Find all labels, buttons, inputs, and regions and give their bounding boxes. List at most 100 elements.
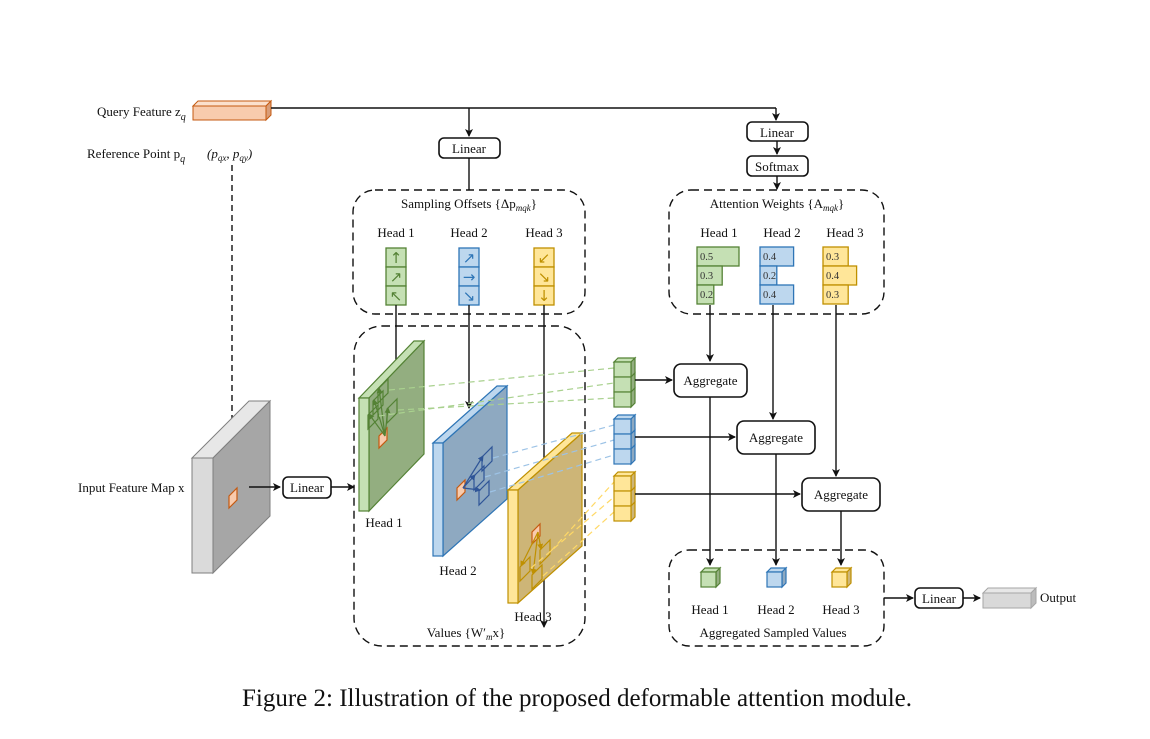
aggregate-label-1: Aggregate [683,373,737,388]
sampling-dashed-line [542,511,615,577]
sampling-dashed-line [550,481,615,552]
output-block [981,586,1038,610]
sampling-offset-arrow [520,531,539,567]
weight-value: 0.2 [763,271,776,282]
sampling-dashed-line [492,424,615,459]
weight-value: 0.3 [700,271,713,282]
aggregate-label-2: Aggregate [749,430,803,445]
stack-cell [613,505,632,522]
weight-head-label-1: Head 1 [700,225,737,240]
offset-head-label-1: Head 1 [377,225,414,240]
weight-value: 0.4 [763,290,777,301]
stack-cell [613,433,632,450]
input-feature-map-block [190,399,272,575]
attention-weights-group [668,189,885,315]
offset-arrow-icon: ↘ [463,287,476,305]
offsets-linear-label: Linear [452,141,487,156]
weight-value: 0.4 [763,252,777,263]
value-map-label-3: Head 3 [514,609,551,624]
offset-head-label-2: Head 2 [450,225,487,240]
query-feature-block [191,99,273,122]
output-label: Output [1040,590,1077,605]
value-map-side [507,489,519,604]
sampling-dashed-line [484,439,615,478]
sampling-offset-arrow [530,531,539,575]
sampling-dashed-line [489,454,615,493]
softmax-label: Softmax [755,159,800,174]
weight-value: 0.5 [700,252,713,263]
offset-arrow-icon: ↖ [390,287,403,305]
sampling-dashed-line [530,496,615,569]
sampled-location [386,397,398,425]
sampling-offset-arrow [537,531,544,550]
offset-arrow-icon: → [463,268,476,286]
stack-cell [613,475,632,492]
stack-cell [613,418,632,435]
weight-head-label-3: Head 3 [826,225,863,240]
sampling-offset-arrow [368,413,386,437]
sampling-offset-arrow [462,455,484,489]
sampled-location [531,563,543,591]
sampling-dashed-line [388,367,615,391]
sampled-location [372,389,384,417]
value-map-head-1: Head 1 [357,339,426,530]
sampling-dashed-line [397,397,615,411]
offset-arrow-icon: ↘ [538,268,551,286]
sampling-offset-arrow [462,486,481,493]
sampled-values-stack-2 [612,413,637,466]
cube-front [766,571,783,588]
weight-value: 0.2 [700,290,713,301]
aggregate-label-3: Aggregate [814,487,868,502]
value-linear-label: Linear [290,480,325,495]
offset-arrow-icon: ↑ [390,249,403,267]
aggregated-head-label-2: Head 2 [757,602,794,617]
query-feature-label: Query Feature zq [97,104,186,123]
weight-value: 0.3 [826,252,839,263]
value-map-side [358,397,370,512]
stack-cell [613,391,632,408]
weight-bar-green [696,284,715,305]
sampled-location [367,403,379,431]
cube-front [831,571,848,588]
offset-head-label-3: Head 3 [525,225,562,240]
attention-weights-title: Attention Weights {Amqk} [710,196,845,213]
weight-value: 0.4 [826,271,840,282]
sampled-values-stack-1 [612,356,637,409]
offset-arrow-icon: ↓ [538,287,551,305]
sampled-location [377,377,389,405]
sampling-offset-arrow [372,399,386,437]
aggregated-cube-2 [765,566,788,589]
value-map-label-1: Head 1 [365,515,402,530]
weight-bar-yellow [822,284,849,305]
stack-cell [613,361,632,378]
value-map-head-3: Head 3 [506,431,584,624]
reference-point-label: Reference Point pq [87,146,185,165]
reference-coords: (pqx, pqy) [207,146,252,163]
aggregated-cube-3 [830,566,853,589]
stack-cell [613,376,632,393]
weight-bar-blue [759,284,795,305]
sampled-values-stack-3 [612,470,637,523]
value-map-side [432,442,444,557]
weights-linear-label: Linear [760,125,795,140]
cube-front [700,571,717,588]
sampling-offset-arrow [462,474,476,489]
sampled-location [519,555,531,583]
sampled-location [539,538,551,566]
weight-value: 0.3 [826,290,839,301]
values-title: Values {W′mx} [427,625,506,642]
value-map-label-2: Head 2 [439,563,476,578]
input-sample-point [228,486,238,510]
output-linear-label: Linear [922,591,957,606]
sampling-offsets-title: Sampling Offsets {Δpmqk} [401,196,537,213]
figure-caption: Figure 2: Illustration of the proposed d… [242,685,912,712]
reference-point-marker [456,478,466,502]
aggregated-head-label-1: Head 1 [691,602,728,617]
stack-cell [613,448,632,465]
aggregated-values-title: Aggregated Sampled Values [699,625,846,640]
sampling-offset-arrow [376,387,386,437]
aggregated-head-label-3: Head 3 [822,602,859,617]
value-map-head-2: Head 2 [431,384,509,578]
sampled-location [478,479,490,507]
